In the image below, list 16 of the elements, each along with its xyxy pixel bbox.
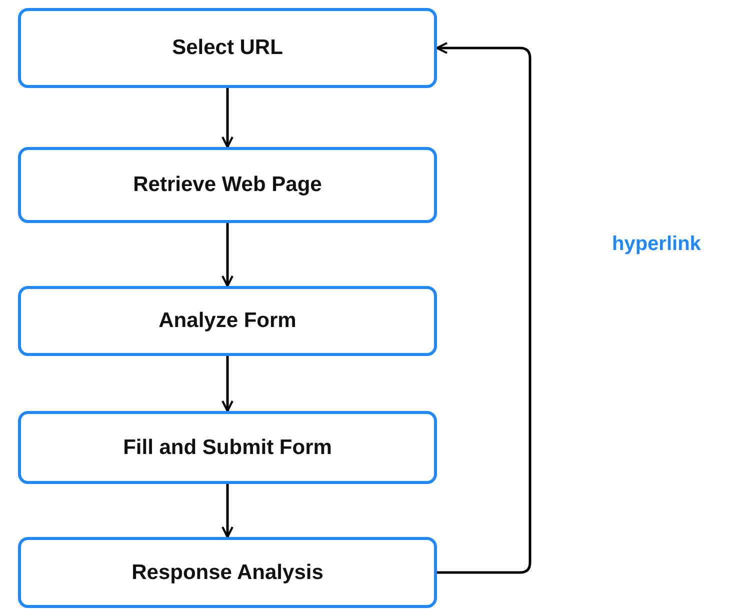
process-box: [18, 147, 437, 223]
arrow: [222, 356, 234, 412]
arrow: [222, 88, 234, 148]
note-label: hyperlink: [612, 233, 701, 256]
arrow: [436, 42, 532, 574]
step-label: Select URL: [172, 36, 283, 60]
step-label: Response Analysis: [132, 560, 324, 584]
step-label: Fill and Submit Form: [123, 436, 332, 460]
process-box: [18, 8, 437, 88]
arrow: [222, 484, 234, 538]
process-box: [18, 286, 437, 356]
process-box: [18, 537, 437, 608]
arrow: [222, 223, 234, 287]
process-box: [18, 411, 437, 484]
step-label: Analyze Form: [158, 309, 296, 333]
step-label: Retrieve Web Page: [133, 173, 322, 197]
